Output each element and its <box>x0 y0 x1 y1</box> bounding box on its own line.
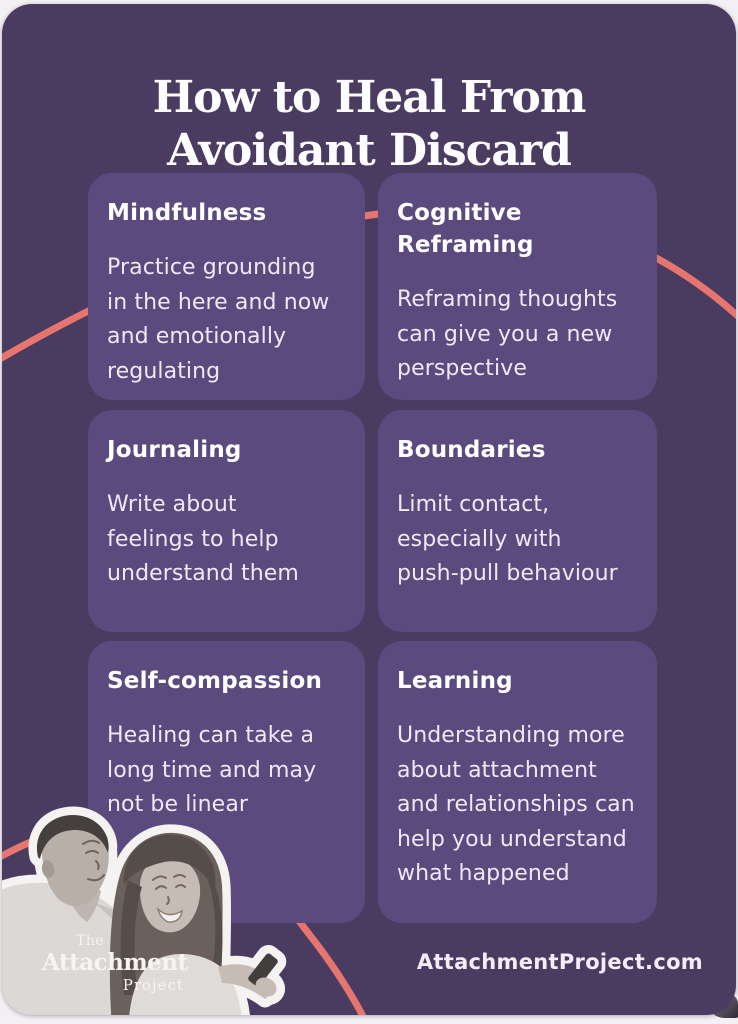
poster-title: How to Heal From Avoidant Discard <box>152 72 587 177</box>
card-body: Understanding more about attachment and … <box>397 723 635 886</box>
card-body: Write about feelings to help understand … <box>107 492 299 586</box>
couple-photo-cutout <box>2 806 287 1015</box>
man-face-features <box>82 839 105 882</box>
card-heading: Learning <box>397 668 513 694</box>
card-heading: Journaling <box>107 437 242 463</box>
phone <box>248 953 278 987</box>
poster: How to Heal From Avoidant Discard Mindfu… <box>2 4 736 1015</box>
man-ear <box>41 860 55 878</box>
woman-hair-top <box>123 834 216 891</box>
card-learning: Learning Understanding more about attach… <box>378 641 657 923</box>
card-boundaries: Boundaries Limit contact, especially wit… <box>378 410 657 632</box>
man-hair <box>36 815 109 859</box>
card-body: Practice grounding in the here and now a… <box>107 255 330 384</box>
card-heading: Self-compassion <box>107 668 323 694</box>
card-body: Limit contact, especially with push-pull… <box>397 492 618 586</box>
woman-hair-left-strand <box>120 880 142 995</box>
woman-top <box>129 954 242 1015</box>
man-shirt <box>2 882 144 1015</box>
card-mindfulness: Mindfulness Practice grounding in the he… <box>88 173 365 400</box>
card-heading: Mindfulness <box>107 200 267 226</box>
card-cognitive-reframing: Cognitive Reframing Reframing thoughts c… <box>378 173 657 400</box>
woman-smile <box>156 906 184 923</box>
website-url: AttachmentProject.com <box>416 950 703 974</box>
card-heading: Boundaries <box>397 437 546 463</box>
logo-the: The <box>76 933 105 949</box>
woman-hand <box>255 977 277 997</box>
woman-face-features <box>152 874 186 905</box>
card-journaling: Journaling Write about feelings to help … <box>88 410 365 632</box>
card-heading: Cognitive Reframing <box>397 200 534 258</box>
logo-project: Project <box>122 976 184 994</box>
logo-attachment: Attachment <box>42 949 188 976</box>
card-body: Healing can take a long time and may not… <box>107 723 317 817</box>
card-body: Reframing thoughts can give you a new pe… <box>397 287 618 381</box>
attachment-project-logo: The Attachment Project <box>42 933 188 994</box>
card-self-compassion: Self-compassion Healing can take a long … <box>88 641 365 923</box>
